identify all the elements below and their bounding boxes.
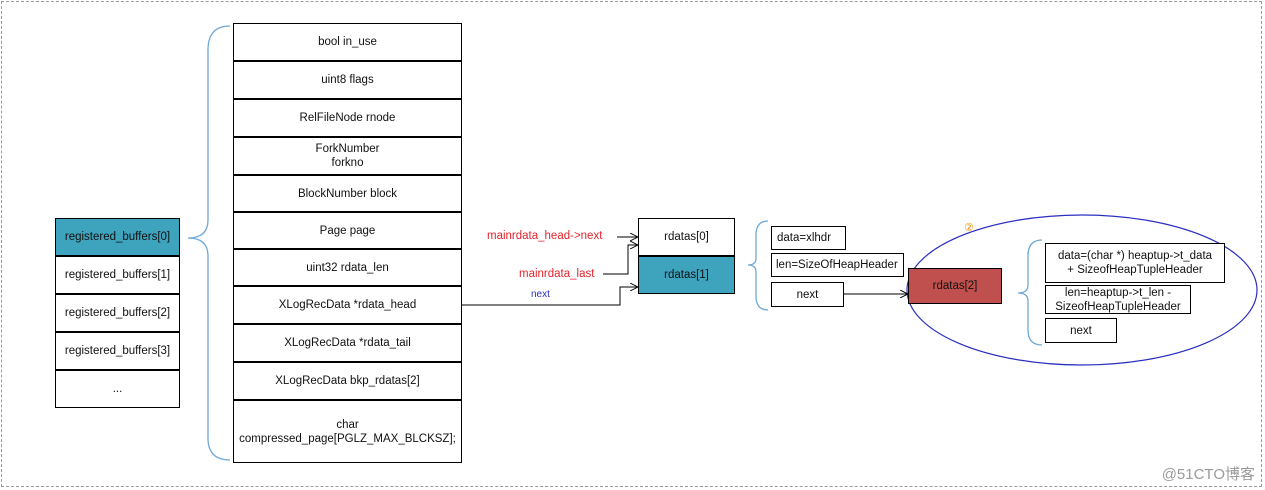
struct-field-rnode: RelFileNode rnode [233, 99, 462, 137]
rdata2-field-label: data=(char *) heaptup->t_data + SizeofHe… [1057, 250, 1213, 276]
struct-field-flags: uint8 flags [233, 61, 462, 99]
registered-buffer-3: registered_buffers[3] [55, 332, 180, 370]
rdata2-field-label: next [1070, 324, 1092, 337]
struct-field-page: Page page [233, 212, 462, 249]
rdatas-label: rdatas[2] [932, 280, 978, 292]
struct-field-label: uint32 rdata_len [306, 261, 389, 274]
rdatas-0: rdatas[0] [638, 218, 735, 256]
struct-field-label: ForkNumber forkno [315, 143, 380, 169]
struct-field-label: Page page [319, 224, 376, 237]
rdata1-field-next: next [771, 282, 844, 307]
registered-buffer-2: registered_buffers[2] [55, 294, 180, 332]
rdata2-field-next: next [1045, 318, 1117, 343]
rdata1-field-label: next [796, 288, 819, 301]
rdata1-field-label: data=xlhdr [777, 232, 832, 244]
struct-field-rdata-head: XLogRecData *rdata_head [233, 286, 462, 324]
registered-buffer-0: registered_buffers[0] [55, 218, 180, 256]
struct-field-label: char compressed_page[PGLZ_MAX_BLCKSZ]; [239, 418, 456, 445]
registered-buffer-ellipsis: ... [55, 370, 180, 408]
watermark: @51CTO博客 [1161, 466, 1255, 483]
rdata2-field-label: len=heaptup->t_len - SizeofHeapTupleHead… [1055, 286, 1181, 313]
rdata2-field-data: data=(char *) heaptup->t_data + SizeofHe… [1045, 243, 1225, 283]
struct-field-bkp-rdatas: XLogRecData bkp_rdatas[2] [233, 362, 462, 400]
brace-rdata1 [747, 220, 769, 311]
struct-field-forkno: ForkNumber forkno [233, 137, 462, 175]
rdata1-field-label: len=SizeOfHeapHeader [776, 259, 898, 271]
rdatas-1: rdatas[1] [638, 256, 735, 294]
registered-buffer-label: registered_buffers[2] [64, 307, 171, 319]
brace-rdata2 [1017, 239, 1043, 346]
struct-field-rdata-len: uint32 rdata_len [233, 249, 462, 286]
struct-field-label: bool in_use [318, 36, 377, 48]
struct-field-block: BlockNumber block [233, 175, 462, 212]
registered-buffer-1: registered_buffers[1] [55, 256, 180, 294]
struct-field-rdata-tail: XLogRecData *rdata_tail [233, 324, 462, 362]
brace-left [187, 25, 231, 461]
arrow-mainrdata-last [603, 245, 637, 275]
registered-buffer-label: registered_buffers[1] [64, 269, 171, 281]
struct-field-label: XLogRecData *rdata_tail [284, 337, 411, 349]
rdatas-2: rdatas[2] [908, 268, 1002, 304]
struct-field-label: RelFileNode rnode [299, 112, 396, 124]
rdata1-field-len: len=SizeOfHeapHeader [771, 253, 904, 277]
rdatas-label: rdatas[1] [664, 269, 709, 281]
label-mainrdata-head: mainrdata_head->next [487, 230, 603, 242]
registered-buffer-label: registered_buffers[0] [64, 231, 171, 243]
arrow-rdata-head [462, 287, 637, 306]
struct-field-label: BlockNumber block [297, 187, 398, 200]
registered-buffer-label: ... [112, 383, 123, 395]
struct-field-label: uint8 flags [321, 74, 374, 86]
circle-marker: ② [964, 222, 974, 234]
struct-field-compressed-page: char compressed_page[PGLZ_MAX_BLCKSZ]; [233, 400, 462, 463]
rdatas-label: rdatas[0] [664, 231, 709, 243]
struct-field-label: XLogRecData bkp_rdatas[2] [275, 375, 420, 387]
label-mainrdata-last: mainrdata_last [519, 268, 595, 280]
rdata2-field-len: len=heaptup->t_len - SizeofHeapTupleHead… [1045, 285, 1191, 314]
label-next-arrow: next [531, 289, 550, 300]
struct-field-in-use: bool in_use [233, 23, 462, 61]
rdata1-field-data: data=xlhdr [771, 226, 846, 250]
registered-buffer-label: registered_buffers[3] [64, 345, 171, 357]
struct-field-label: XLogRecData *rdata_head [278, 299, 417, 311]
